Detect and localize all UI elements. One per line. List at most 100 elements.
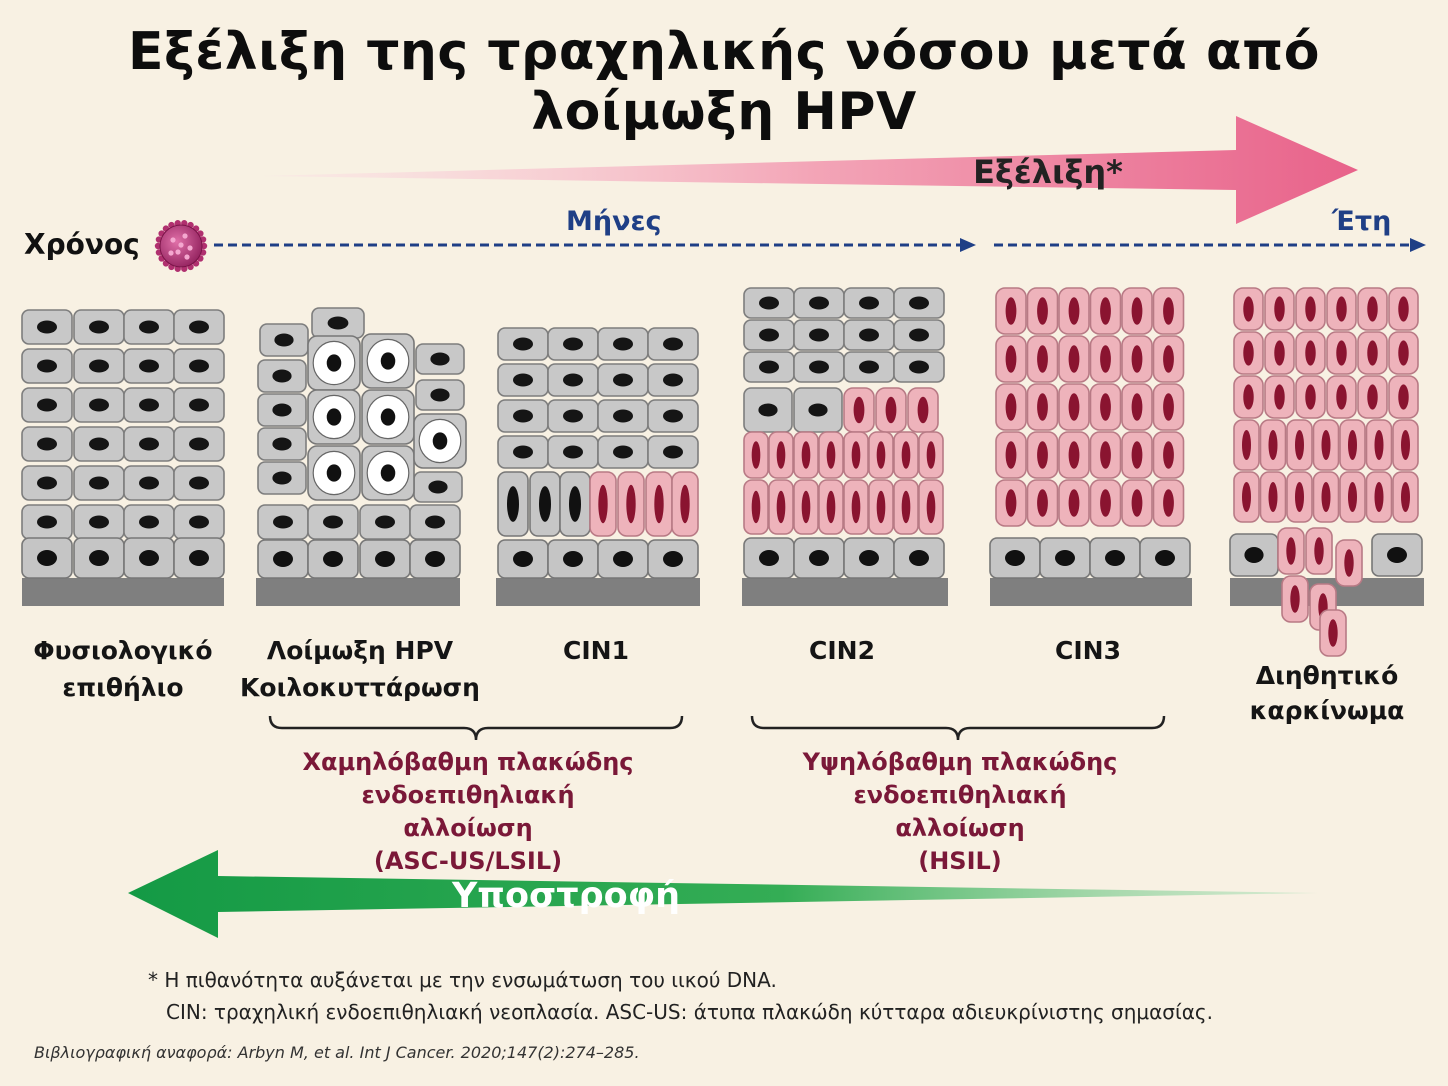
cell-nucleus (909, 550, 929, 566)
basement-membrane (742, 578, 948, 606)
cell-nucleus (801, 490, 811, 524)
cell-nucleus (513, 337, 533, 351)
cell-nucleus (759, 550, 779, 566)
cell-nucleus (189, 359, 209, 373)
stage-label-invasive: Διηθητικό καρκίνωμα (1226, 658, 1428, 728)
cell-nucleus (826, 441, 836, 469)
cell-nucleus (139, 437, 159, 451)
cell-nucleus (1268, 482, 1278, 512)
cell-nucleus (663, 337, 683, 351)
cell-nucleus (1274, 384, 1285, 410)
cell-nucleus (598, 484, 608, 524)
cell-nucleus (425, 515, 445, 529)
cell-nucleus (758, 403, 778, 417)
cell-nucleus (853, 396, 865, 424)
panel-cin2 (742, 287, 948, 606)
cell-nucleus (1068, 345, 1080, 373)
cell-nucleus (1336, 296, 1347, 322)
virus-icon (154, 220, 208, 272)
stage-label-line: Κοιλοκυττάρωση (240, 673, 480, 702)
cell-nucleus (1348, 482, 1357, 512)
months-arrowhead (960, 238, 976, 252)
cell-nucleus (1163, 393, 1174, 421)
cell-nucleus (1274, 340, 1285, 366)
cell-nucleus (926, 490, 936, 524)
cell-nucleus (37, 550, 57, 566)
cell-nucleus (1367, 340, 1378, 366)
group-label-line: (ASC-US/LSIL) (373, 847, 563, 875)
cell-nucleus (380, 408, 396, 426)
cell-nucleus (1005, 489, 1017, 517)
cell-nucleus (901, 490, 911, 524)
panel-hpv-infection (256, 307, 467, 606)
cell-nucleus (759, 360, 779, 374)
cell-nucleus (663, 445, 683, 459)
panel-normal-epithelium (21, 309, 225, 606)
cell-nucleus (1286, 537, 1296, 565)
cell-nucleus (1037, 489, 1048, 517)
cell-nucleus (751, 441, 761, 469)
cell-nucleus (1305, 384, 1316, 410)
cell-nucleus (759, 296, 779, 310)
group-label-line: (HSIL) (918, 847, 1002, 875)
basement-membrane (496, 578, 700, 606)
cell-nucleus (851, 490, 861, 524)
cell-nucleus (1321, 482, 1331, 512)
cell-nucleus (776, 441, 786, 469)
cell-nucleus (1155, 550, 1175, 566)
cell-nucleus (274, 333, 294, 347)
cell-nucleus (809, 550, 829, 566)
panel-cin3 (989, 287, 1192, 606)
cell-nucleus (1295, 430, 1304, 460)
cell-nucleus (1068, 441, 1080, 469)
cell-nucleus (1005, 345, 1017, 373)
cell-nucleus (1242, 430, 1251, 460)
cell-nucleus (663, 409, 683, 423)
cell-nucleus (89, 437, 109, 451)
cell-nucleus (1100, 297, 1111, 325)
cell-nucleus (909, 360, 929, 374)
cell-nucleus (37, 515, 57, 529)
group-label-line: Υψηλόβαθμη πλακώδης (802, 748, 1118, 776)
cell-nucleus (909, 328, 929, 342)
cell-nucleus (1131, 393, 1143, 421)
cell-nucleus (1163, 489, 1174, 517)
cell-nucleus (1037, 297, 1048, 325)
cell-nucleus (613, 409, 633, 423)
cell-nucleus (901, 441, 911, 469)
cell-nucleus (859, 360, 879, 374)
cell-nucleus (273, 551, 293, 567)
cell-nucleus (569, 486, 581, 522)
cell-nucleus (654, 484, 664, 524)
cell-nucleus (1387, 547, 1407, 563)
group-label-lsil: Χαμηλόβαθμη πλακώδης ενδοεπιθηλιακή αλλο… (296, 746, 640, 878)
cell-nucleus (432, 432, 448, 450)
cell-nucleus (876, 441, 886, 469)
regression-label: Υποστροφή (451, 876, 680, 916)
cell-nucleus (859, 550, 879, 566)
cell-nucleus (375, 551, 395, 567)
group-label-hsil: Υψηλόβαθμη πλακώδης ενδοεπιθηλιακή αλλοί… (788, 746, 1132, 878)
progression-arrow (262, 116, 1358, 224)
cell-nucleus (1131, 441, 1143, 469)
cell-nucleus (1242, 482, 1251, 512)
cell-nucleus (1100, 345, 1111, 373)
progression-label: Εξέλιξη* (973, 153, 1123, 191)
cell-nucleus (189, 398, 209, 412)
cell-nucleus (1243, 340, 1254, 366)
stage-label-normal: Φυσιολογικό επιθήλιο (10, 632, 236, 706)
high-grade-brace (750, 715, 1166, 741)
cell-nucleus (89, 398, 109, 412)
cell-nucleus (139, 359, 159, 373)
cell-nucleus (189, 320, 209, 334)
cell-nucleus (1131, 297, 1143, 325)
cell-nucleus (613, 551, 633, 567)
years-arrowhead (1410, 238, 1426, 252)
cell-nucleus (1163, 345, 1174, 373)
cell-nucleus (1348, 430, 1357, 460)
cell-nucleus (1100, 489, 1111, 517)
cell-nucleus (323, 515, 343, 529)
cell-nucleus (139, 398, 159, 412)
cell-nucleus (1401, 430, 1410, 460)
cell-nucleus (1374, 430, 1384, 460)
